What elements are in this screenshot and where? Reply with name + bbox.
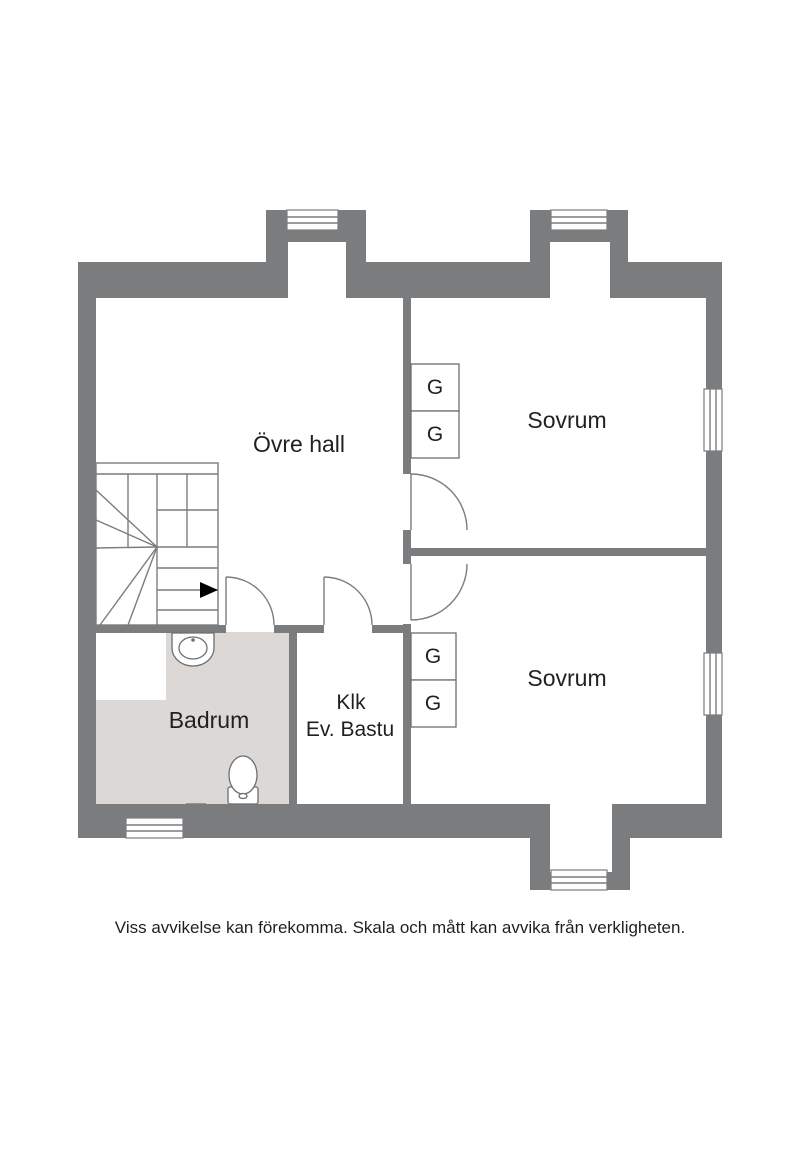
- bathroom-fixtures: [171, 632, 259, 805]
- wardrobe-label: G: [427, 376, 443, 399]
- room-label-bedroom-upper: Sovrum: [527, 407, 606, 433]
- room-labels: Övre hall Sovrum Sovrum Badrum Klk Ev. B…: [169, 407, 607, 741]
- window-bottom-left: [125, 817, 184, 839]
- room-interiors: [96, 242, 706, 872]
- door-bathroom: [225, 576, 275, 626]
- disclaimer-text: Viss avvikelse kan förekomma. Skala och …: [114, 918, 686, 937]
- staircase: [95, 462, 219, 626]
- door-bedroom-upper: [410, 473, 468, 531]
- wardrobes: G G G G: [410, 363, 460, 728]
- stair-direction-arrow: [200, 582, 218, 598]
- toilet-icon: [227, 755, 259, 805]
- room-label-closet: Klk: [336, 691, 366, 714]
- window-top-left: [286, 209, 339, 231]
- room-label-closet-sub: Ev. Bastu: [306, 718, 394, 741]
- window-right-lower: [703, 652, 723, 716]
- wardrobe-label: G: [425, 692, 441, 715]
- room-label-hall: Övre hall: [253, 431, 345, 457]
- windows: [125, 209, 723, 891]
- room-label-bathroom: Badrum: [169, 707, 250, 733]
- sink-icon: [171, 632, 215, 667]
- room-label-bedroom-lower: Sovrum: [527, 665, 606, 691]
- window-top-right: [550, 209, 608, 231]
- door-bedroom-lower: [410, 563, 468, 621]
- window-right-upper: [703, 388, 723, 452]
- wardrobe-label: G: [427, 423, 443, 446]
- doors: [225, 473, 468, 626]
- interior-walls: [96, 298, 706, 804]
- door-closet: [323, 576, 373, 626]
- wardrobe-label: G: [425, 645, 441, 668]
- window-bottom-right: [550, 869, 608, 891]
